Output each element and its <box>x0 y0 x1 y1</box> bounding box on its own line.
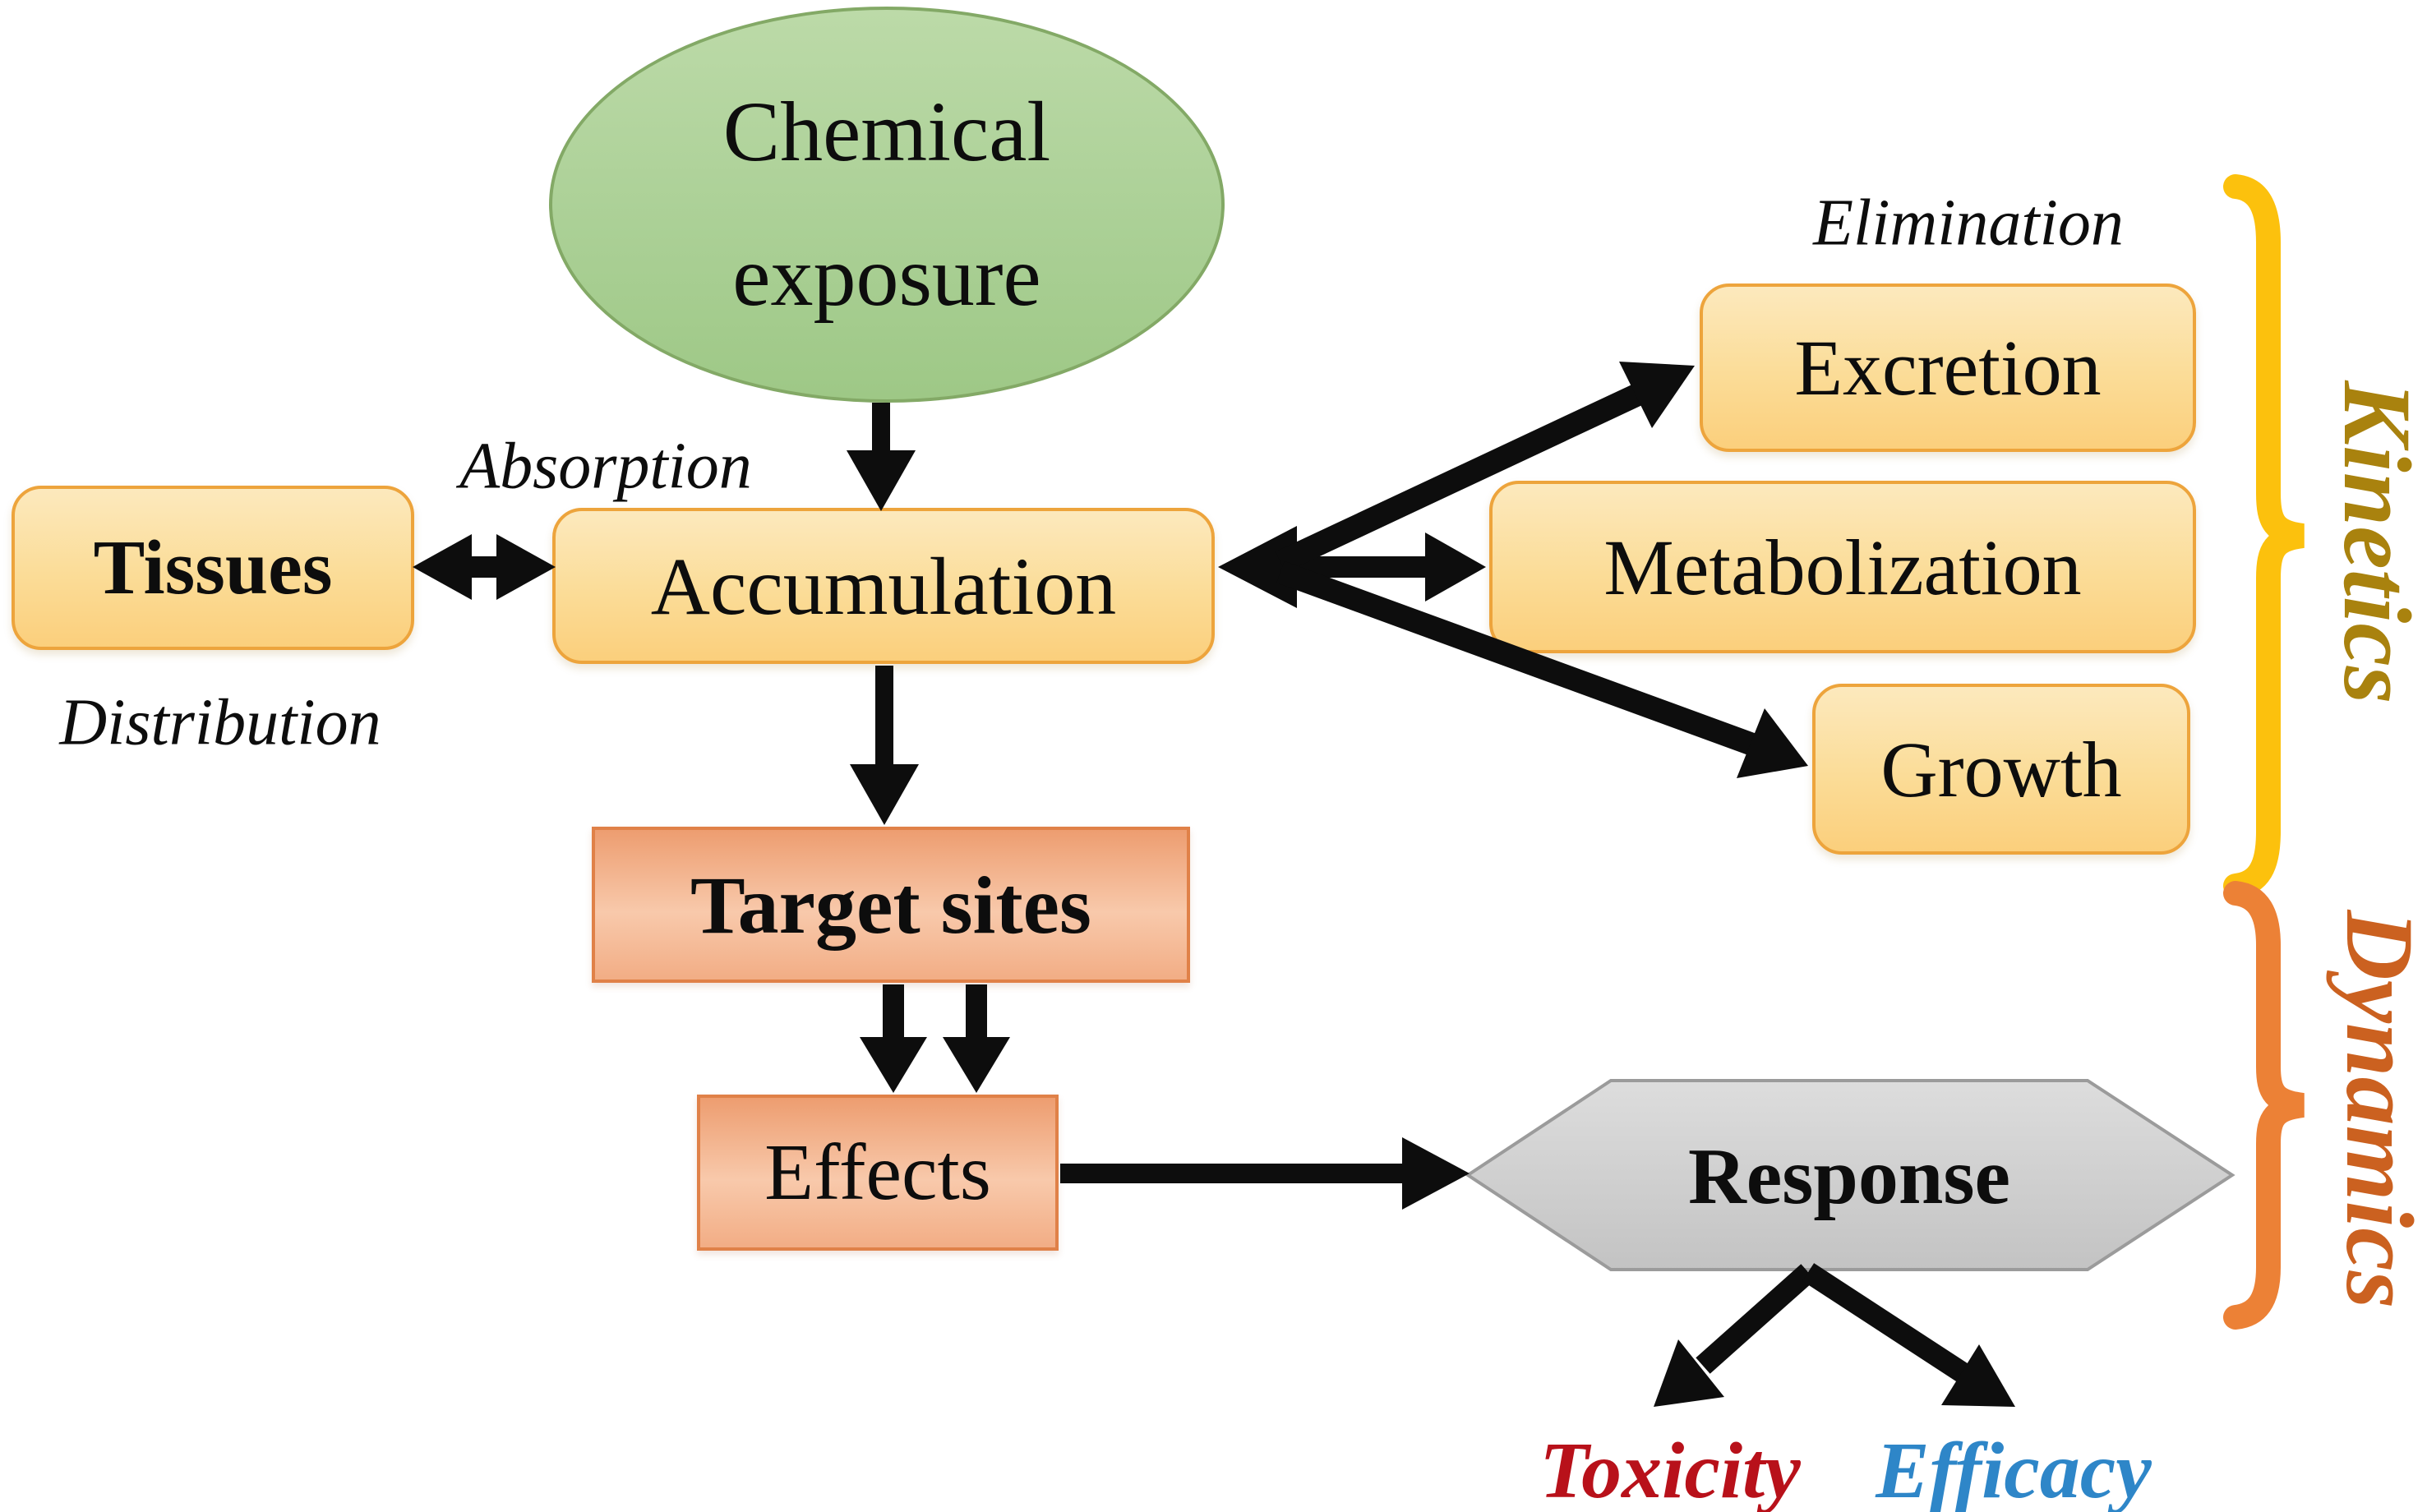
node-metabolization: Metabolization <box>1489 481 2196 653</box>
node-effects: Effects <box>697 1095 1059 1251</box>
arrow-tissues-accumulation-bidirectional <box>413 534 556 600</box>
arrow-target-to-effects-right <box>943 984 1010 1093</box>
node-target-sites: Target sites <box>592 827 1190 983</box>
node-accumulation: Accumulation <box>552 508 1215 664</box>
node-growth: Growth <box>1812 684 2190 855</box>
efficacy-label: Efficacy <box>1876 1427 2152 1512</box>
elimination-label: Elimination <box>1813 187 2124 260</box>
chemical-exposure-line1: Chemical <box>722 85 1051 179</box>
accumulation-label: Accumulation <box>650 540 1117 632</box>
node-chemical-exposure: Chemical exposure <box>549 7 1225 403</box>
dynamics-label: Dynamics <box>2326 910 2427 1309</box>
kinetics-brace <box>2223 174 2305 898</box>
effects-label: Effects <box>764 1128 991 1217</box>
node-excretion: Excretion <box>1700 284 2196 452</box>
kinetics-label: Kinetics <box>2323 380 2427 704</box>
metabolization-label: Metabolization <box>1603 523 2082 611</box>
arrow-response-to-toxicity <box>1654 1264 1816 1407</box>
arrow-accumulation-to-target-sites <box>850 666 919 825</box>
arrow-target-to-effects-left <box>860 984 927 1093</box>
toxicity-label: Toxicity <box>1539 1427 1801 1512</box>
node-tissues: Tissues <box>12 486 414 650</box>
arrow-response-to-efficacy <box>1802 1263 2015 1407</box>
arrow-exposure-to-accumulation <box>847 403 916 511</box>
target-sites-label: Target sites <box>690 859 1091 951</box>
chemical-exposure-line2: exposure <box>732 229 1041 324</box>
arrow-effects-to-response <box>1060 1137 1470 1210</box>
growth-label: Growth <box>1880 725 2122 814</box>
absorption-label: Absorption <box>459 430 752 503</box>
excretion-label: Excretion <box>1794 324 2102 412</box>
distribution-label: Distribution <box>59 686 381 759</box>
response-label: Response <box>1687 1132 2011 1221</box>
tissues-label: Tissues <box>93 525 333 611</box>
dynamics-brace <box>2223 881 2305 1330</box>
